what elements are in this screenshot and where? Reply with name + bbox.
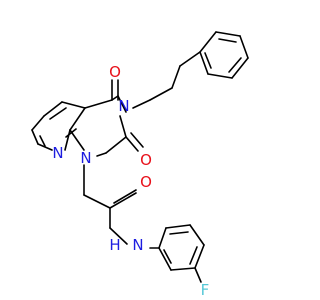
ring-carbonyls xyxy=(111,79,144,152)
oxygen-c2-label: O xyxy=(140,151,152,169)
nitrogen-n1-label: N xyxy=(80,149,91,167)
ethyl-linker xyxy=(132,51,201,109)
pyridine-ring xyxy=(31,101,86,151)
phenyl-ring xyxy=(199,31,249,79)
nitrogen-pyridine-label: N xyxy=(52,144,63,162)
amide-nh-hydrogen-label: H xyxy=(109,236,120,254)
nitrogen-n3-label: N xyxy=(118,97,129,115)
acetamide-linker xyxy=(83,164,137,245)
molecule-structure-diagram: O O O N N N H N F xyxy=(31,31,249,299)
oxygen-c4-label: O xyxy=(109,63,121,81)
amide-nh-nitrogen-label: N xyxy=(132,236,143,254)
oxygen-amide-label: O xyxy=(140,173,152,191)
fluorine-label: F xyxy=(201,281,210,299)
fluorophenyl-ring xyxy=(149,224,205,283)
pyrimidinedione-ring xyxy=(69,95,127,157)
